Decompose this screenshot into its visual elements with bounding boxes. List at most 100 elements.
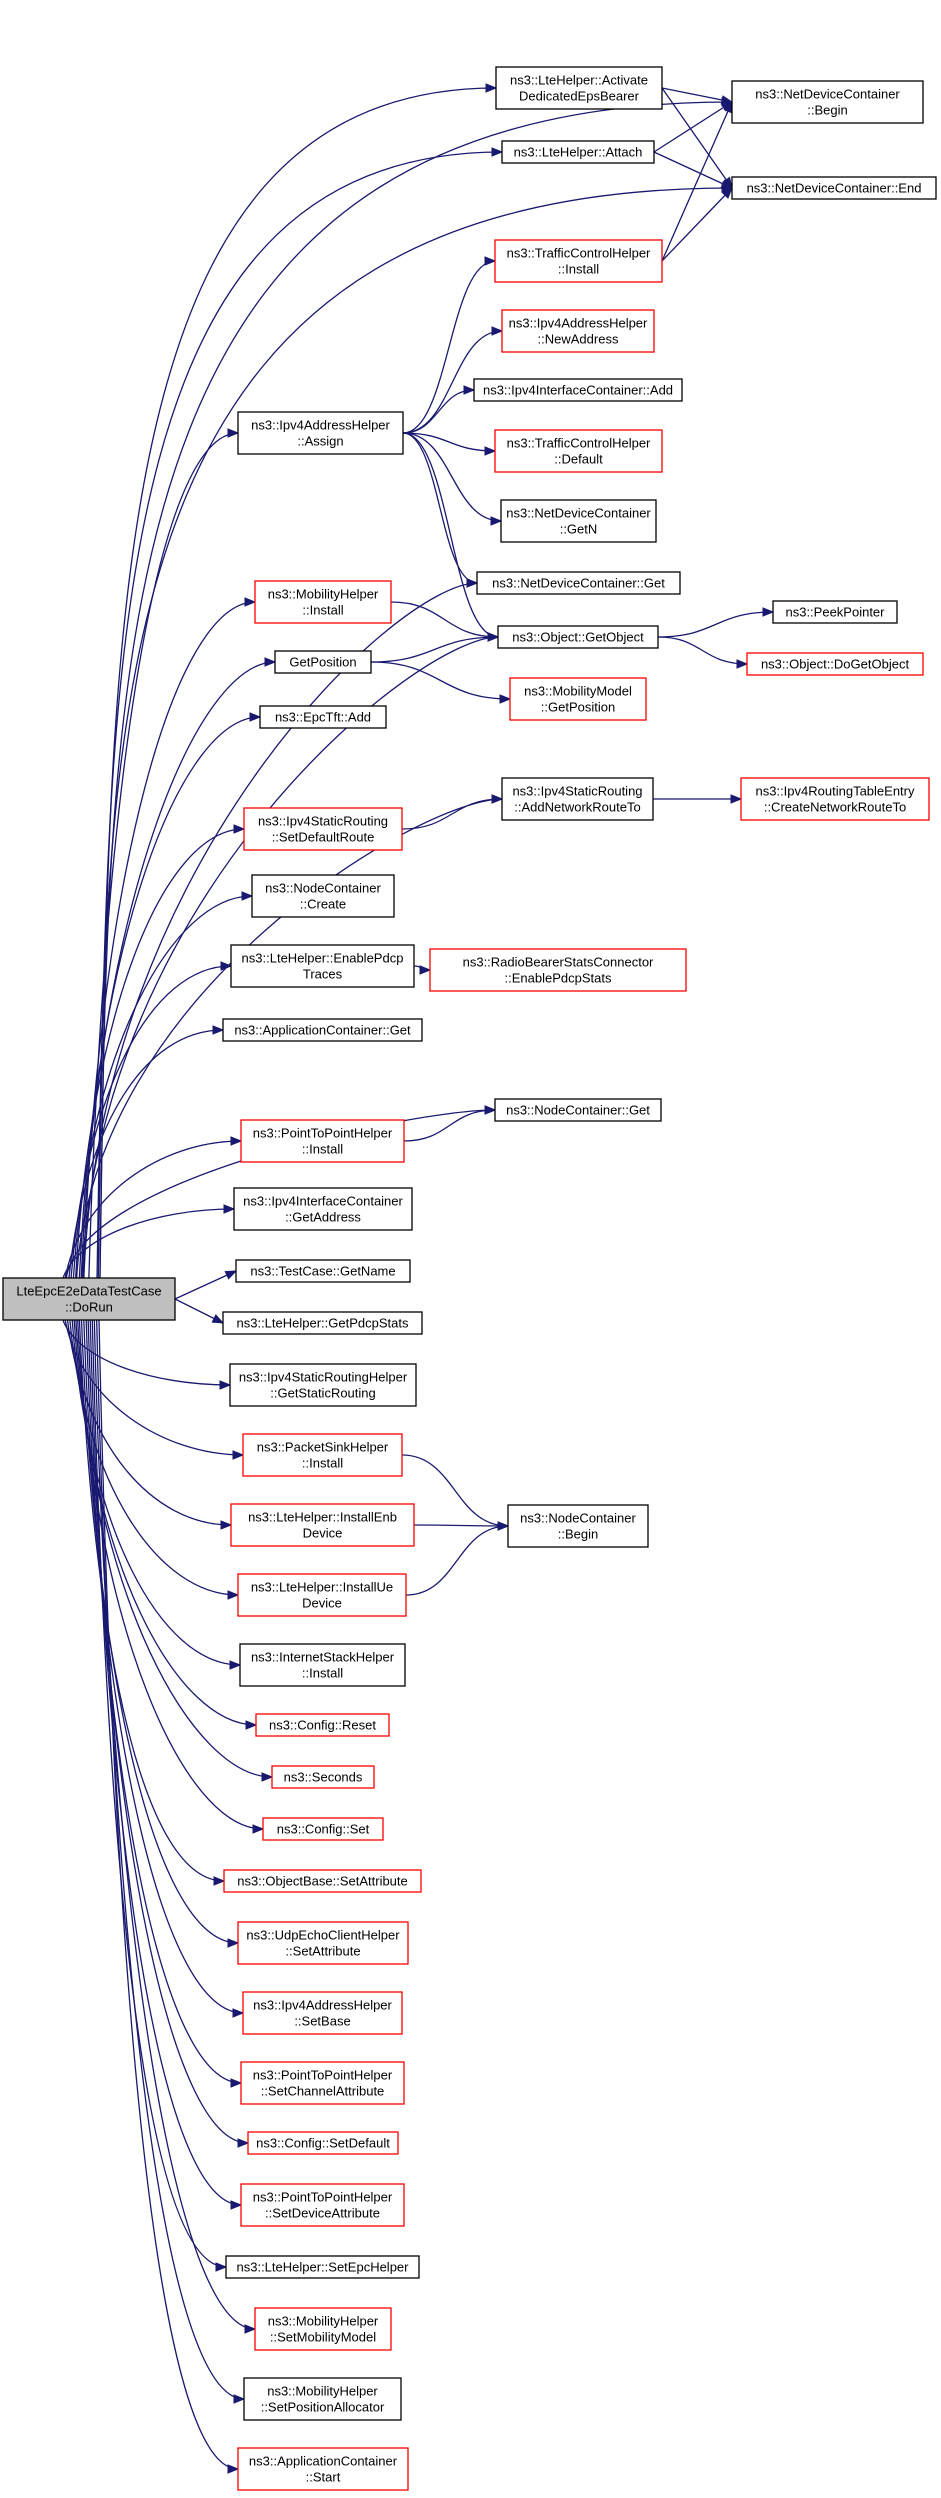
node-box: [222, 1311, 423, 1335]
node-ndcend[interactable]: ns3::NetDeviceContainer::End: [731, 176, 937, 200]
node-ndcbegin[interactable]: ns3::NetDeviceContainer::Begin: [731, 80, 924, 124]
node-box: [242, 1991, 403, 2035]
edge-arrowhead: [232, 2008, 245, 2018]
node-tcgetname[interactable]: ns3::TestCase::GetName: [235, 1259, 411, 1283]
node-addnetroute[interactable]: ns3::Ipv4StaticRouting::AddNetworkRouteT…: [501, 777, 654, 821]
edge-line: [653, 151, 733, 189]
node-p2psetdev[interactable]: ns3::PointToPointHelper::SetDeviceAttrib…: [240, 2183, 405, 2227]
node-label: ::Install: [302, 603, 343, 618]
node-psinstall[interactable]: ns3::PacketSinkHelper::Install: [242, 1433, 403, 1477]
edge-arrowhead: [227, 2464, 240, 2474]
edge-ipv4assign-to-iicadd: [402, 385, 476, 434]
node-cfgreset[interactable]: ns3::Config::Reset: [255, 1713, 390, 1737]
edge-arrowhead: [244, 597, 257, 607]
node-activate[interactable]: ns3::LteHelper::ActivateDedicatedEpsBear…: [495, 66, 663, 110]
node-label: ns3::LteHelper::InstallEnb: [248, 1510, 397, 1525]
node-epctftadd[interactable]: ns3::EpcTft::Add: [259, 705, 387, 729]
node-peekpointer[interactable]: ns3::PeekPointer: [772, 600, 898, 624]
node-mmgetpos[interactable]: ns3::MobilityModel::GetPosition: [509, 677, 647, 721]
node-obsetattr[interactable]: ns3::ObjectBase::SetAttribute: [223, 1869, 422, 1893]
node-ndcget[interactable]: ns3::NetDeviceContainer::Get: [476, 571, 681, 595]
node-getstaticrouting[interactable]: ns3::Ipv4StaticRoutingHelper::GetStaticR…: [229, 1363, 417, 1407]
node-newaddr[interactable]: ns3::Ipv4AddressHelper::NewAddress: [501, 309, 655, 353]
edge-line: [98, 1319, 239, 2470]
node-label: ::Create: [300, 897, 346, 912]
edge-root-to-ndcget: [83, 578, 479, 1279]
edge-root-to-activate: [99, 83, 498, 1279]
edge-arrowhead: [213, 1876, 226, 1886]
node-label: ns3::PeekPointer: [785, 605, 885, 620]
edge-line: [75, 828, 245, 1279]
edge-arrowhead: [232, 1450, 245, 1460]
node-root[interactable]: LteEpcE2eDataTestCase::DoRun: [2, 1277, 176, 1321]
node-iicgetaddr[interactable]: ns3::Ipv4InterfaceContainer::GetAddress: [233, 1187, 413, 1231]
edge-root-to-p2psetchan: [85, 1319, 243, 2088]
node-box: [746, 652, 924, 676]
node-label: ::Install: [302, 1142, 343, 1157]
node-cfgsetdef[interactable]: ns3::Config::SetDefault: [247, 2131, 399, 2155]
node-ipv4assign[interactable]: ns3::Ipv4AddressHelper::Assign: [237, 411, 404, 455]
node-seconds[interactable]: ns3::Seconds: [271, 1765, 375, 1789]
node-label: DedicatedEpsBearer: [519, 89, 640, 104]
node-p2psetchan[interactable]: ns3::PointToPointHelper::SetChannelAttri…: [240, 2061, 405, 2105]
node-p2pinstall[interactable]: ns3::PointToPointHelper::Install: [240, 1119, 405, 1163]
node-appget[interactable]: ns3::ApplicationContainer::Get: [222, 1018, 423, 1042]
edge-line: [653, 101, 733, 153]
node-getpdcpstats[interactable]: ns3::LteHelper::GetPdcpStats: [222, 1311, 423, 1335]
node-label: ns3::LteHelper::SetEpcHelper: [237, 2260, 410, 2275]
node-setepchelper[interactable]: ns3::LteHelper::SetEpcHelper: [225, 2255, 420, 2279]
node-dogetobject[interactable]: ns3::Object::DoGetObject: [746, 652, 924, 676]
edge-arrowhead: [762, 607, 775, 617]
node-nccreate[interactable]: ns3::NodeContainer::Create: [251, 874, 395, 918]
edge-setdefroute-to-addnetroute: [401, 794, 504, 830]
edge-arrowhead: [220, 1520, 233, 1530]
node-iahsetbase[interactable]: ns3::Ipv4AddressHelper::SetBase: [242, 1991, 403, 2035]
node-label: ::SetPositionAllocator: [261, 2400, 385, 2415]
edge-root-to-appget: [68, 1025, 225, 1279]
node-tchinstall[interactable]: ns3::TrafficControlHelper::Install: [494, 239, 663, 283]
node-label: ::GetPosition: [541, 700, 615, 715]
node-box: [237, 411, 404, 455]
node-ishinstall[interactable]: ns3::InternetStackHelper::Install: [239, 1643, 406, 1687]
node-ncbegin[interactable]: ns3::NodeContainer::Begin: [507, 1504, 649, 1548]
node-cfgset[interactable]: ns3::Config::Set: [262, 1817, 384, 1841]
node-createnetroute[interactable]: ns3::Ipv4RoutingTableEntry::CreateNetwor…: [740, 777, 930, 821]
node-ncget[interactable]: ns3::NodeContainer::Get: [494, 1098, 662, 1122]
edge-arrowhead: [720, 179, 734, 189]
edge-arrowhead: [466, 578, 479, 588]
node-tchdefault[interactable]: ns3::TrafficControlHelper::Default: [494, 429, 663, 473]
edge-arrowhead: [237, 2138, 250, 2148]
edge-arrowhead: [491, 794, 504, 804]
node-uecsetattr[interactable]: ns3::UdpEchoClientHelper::SetAttribute: [237, 1921, 409, 1965]
node-label: ns3::LteHelper::EnablePdcp: [242, 951, 404, 966]
node-label: ns3::ApplicationContainer::Get: [234, 1023, 411, 1038]
node-label: ns3::LteHelper::Attach: [514, 145, 643, 160]
node-box: [240, 1119, 405, 1163]
node-ndcgetn[interactable]: ns3::NetDeviceContainer::GetN: [500, 499, 657, 543]
node-label: ns3::UdpEchoClientHelper: [246, 1928, 400, 1943]
node-label: ::Assign: [297, 434, 343, 449]
node-iicadd[interactable]: ns3::Ipv4InterfaceContainer::Add: [473, 378, 683, 402]
node-box: [476, 571, 681, 595]
node-getobject[interactable]: ns3::Object::GetObject: [497, 625, 659, 649]
node-setdefroute[interactable]: ns3::Ipv4StaticRouting::SetDefaultRoute: [243, 807, 403, 851]
node-attach[interactable]: ns3::LteHelper::Attach: [501, 140, 655, 164]
node-setmobmodel[interactable]: ns3::MobilityHelper::SetMobilityModel: [254, 2307, 392, 2351]
node-box: [497, 625, 659, 649]
node-box: [230, 1503, 415, 1547]
node-mobinstall[interactable]: ns3::MobilityHelper::Install: [254, 580, 392, 624]
node-rbsconn[interactable]: ns3::RadioBearerStatsConnector::EnablePd…: [429, 948, 687, 992]
edge-line: [413, 1524, 509, 1527]
node-getposition[interactable]: GetPosition: [274, 650, 372, 674]
edge-arrowhead: [212, 1025, 225, 1035]
node-setposalloc[interactable]: ns3::MobilityHelper::SetPositionAllocato…: [243, 2377, 402, 2421]
edge-ipv4assign-to-tchinstall: [402, 256, 497, 434]
edge-arrowhead: [419, 965, 432, 975]
node-box: [473, 378, 683, 402]
node-appstart[interactable]: ns3::ApplicationContainer::Start: [237, 2447, 409, 2491]
node-label: ns3::Ipv4InterfaceContainer::Add: [483, 383, 673, 398]
